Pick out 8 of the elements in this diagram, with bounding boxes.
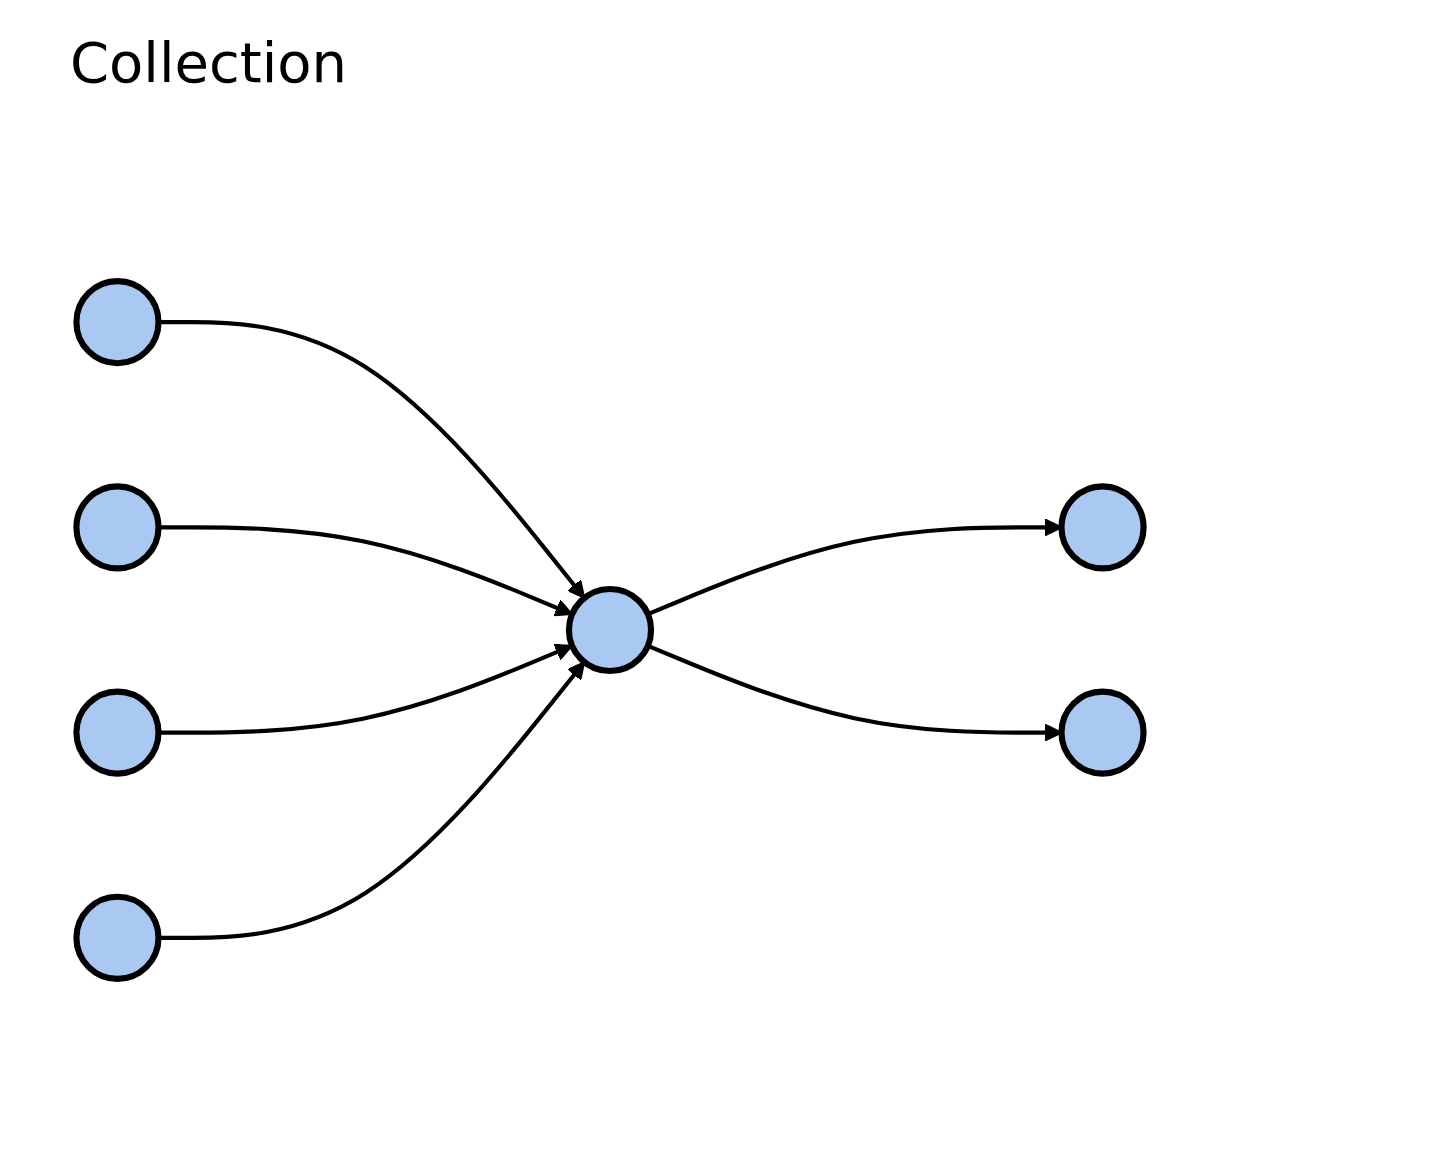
node-circle	[73, 688, 162, 777]
node-circle	[565, 585, 655, 675]
diagram-title: Collection	[70, 30, 347, 95]
node-circle	[73, 893, 162, 982]
node-circle	[1058, 688, 1147, 777]
node-circle	[73, 278, 162, 367]
node-circle	[1058, 483, 1147, 572]
node-circle	[73, 483, 162, 572]
